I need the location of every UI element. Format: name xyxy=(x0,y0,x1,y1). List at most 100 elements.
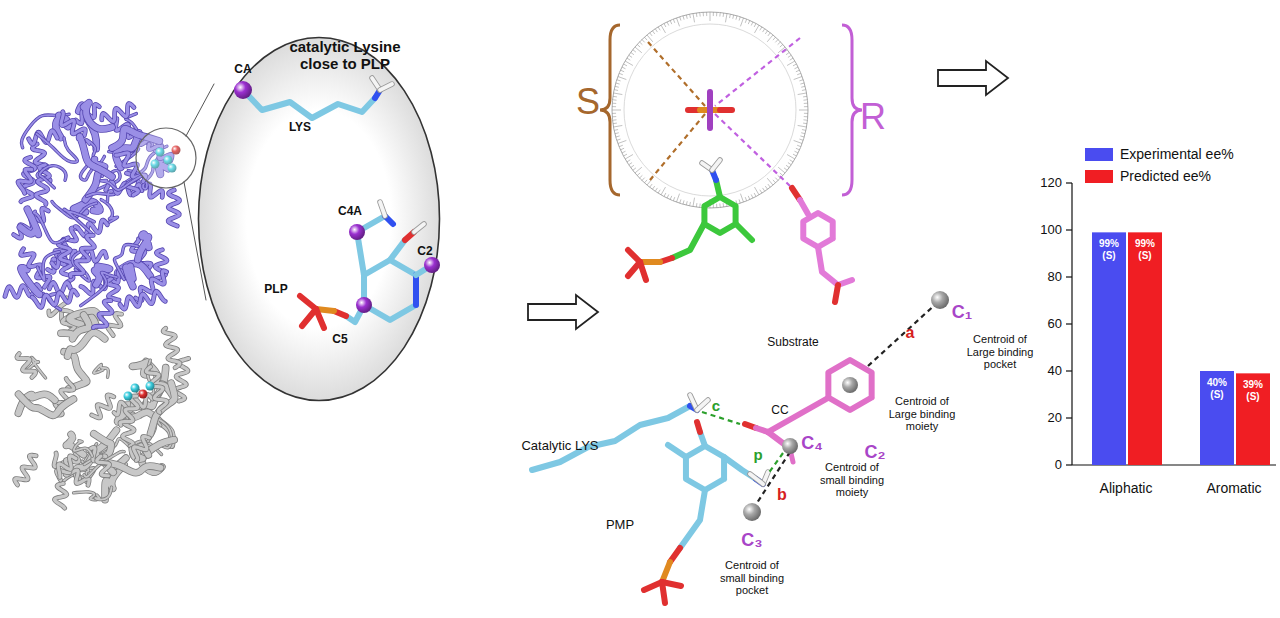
protractor-tick xyxy=(620,70,624,72)
protractor-tick xyxy=(713,12,714,16)
protractor-tick xyxy=(619,73,623,74)
hydrogen-bond-outline xyxy=(380,84,392,90)
centroid-note: Centroid of Large binding pocket xyxy=(961,333,1039,371)
bond-stick xyxy=(662,562,670,582)
protractor-tick xyxy=(780,173,783,176)
protractor-tick xyxy=(631,52,634,54)
protractor-tick xyxy=(673,19,674,23)
protractor-tick xyxy=(796,148,800,150)
bar-value-label: 40% (S) xyxy=(1202,377,1232,400)
protractor-tick xyxy=(661,25,666,33)
protractor-tick xyxy=(650,184,652,187)
protractor-tick xyxy=(794,151,798,153)
protractor-tick xyxy=(736,16,737,20)
atom-label: C5 xyxy=(332,333,347,347)
y-tick xyxy=(1066,276,1072,277)
protractor-tick xyxy=(612,116,616,117)
inset-molecule xyxy=(234,78,440,328)
protractor-tick xyxy=(627,160,630,162)
protractor-tick xyxy=(794,67,798,69)
ribbon-edge xyxy=(19,394,74,415)
protractor-tick xyxy=(616,136,620,137)
ribbon-edge xyxy=(40,166,66,188)
protractor-tick xyxy=(664,23,666,27)
protractor-tick xyxy=(716,204,717,208)
ribbon xyxy=(61,315,89,339)
bond-stick xyxy=(768,398,828,432)
centroid-note: Centroid of Large binding moiety xyxy=(883,395,961,433)
hydrogen-bond-outline xyxy=(750,474,763,484)
protractor-tick xyxy=(615,86,619,88)
category-label: Aliphatic xyxy=(1100,480,1153,496)
centroid-label: C₄ xyxy=(801,433,823,454)
protractor-tick xyxy=(767,35,773,42)
ribbon-edge xyxy=(97,456,110,476)
protractor-tick xyxy=(804,116,808,117)
bond-stick xyxy=(316,309,324,328)
tyrosine-ring xyxy=(803,213,832,247)
protractor-tick xyxy=(799,80,803,81)
centroid-ball xyxy=(842,377,858,393)
protractor-tick xyxy=(637,173,640,176)
phenyl-ring xyxy=(828,360,871,410)
bar-chart xyxy=(1066,183,1276,465)
protractor-tick xyxy=(760,27,762,30)
distance-label: c xyxy=(712,397,720,414)
protractor-rim xyxy=(612,12,808,208)
protractor-tick xyxy=(768,33,770,36)
protractor-tick xyxy=(784,168,787,170)
r-direction-line xyxy=(715,114,790,186)
protractor-tick xyxy=(612,110,621,111)
ligand-atom xyxy=(124,392,133,401)
ribbon xyxy=(18,169,32,193)
protractor-tick xyxy=(765,31,767,34)
centroid-label: C₁ xyxy=(952,302,972,323)
hydrogen-bond-outline xyxy=(380,202,385,216)
protractor-tick xyxy=(683,16,684,20)
ee-bar xyxy=(1236,373,1270,465)
protractor-tick xyxy=(778,42,781,45)
ribbon-edge xyxy=(79,137,112,177)
protractor-tick xyxy=(763,29,765,32)
protractor-tick xyxy=(644,37,647,40)
ribbon xyxy=(64,209,94,234)
legend-swatch xyxy=(1085,148,1113,161)
protractor-tick xyxy=(751,194,753,198)
ribbon-edge xyxy=(61,112,85,136)
ribbon xyxy=(55,483,67,508)
ribbon xyxy=(108,314,122,336)
protractor-tick xyxy=(613,99,617,100)
centroid-note: Centroid of small binding pocket xyxy=(716,559,788,597)
protractor-tick xyxy=(804,103,808,104)
ribbon xyxy=(40,166,66,188)
protractor-tick xyxy=(790,58,793,60)
protractor-tick xyxy=(732,15,734,19)
legend-swatch xyxy=(1085,170,1113,183)
protractor-tick xyxy=(629,163,632,165)
inset-outline xyxy=(197,36,441,402)
protractor-tick xyxy=(729,14,731,18)
protractor-tick xyxy=(801,132,805,134)
centroid-note: Centroid of small binding moiety xyxy=(816,461,888,499)
carbon-alpha xyxy=(234,81,252,99)
bond-stick xyxy=(800,200,808,214)
ribbon xyxy=(97,456,110,476)
ribbon-edge xyxy=(32,290,77,307)
bar-value-label: 39% (S) xyxy=(1238,379,1268,402)
inset-circle: catalytic Lysine close to PLPCALYSC4AC2P… xyxy=(197,36,441,402)
protractor-tick xyxy=(793,154,797,156)
protractor-tick xyxy=(775,40,778,43)
hydrogen-stick xyxy=(697,400,708,410)
y-tick xyxy=(1066,370,1072,371)
protractor-tick xyxy=(775,178,778,181)
bond-stick xyxy=(300,296,316,309)
ribbon-edge xyxy=(74,492,97,500)
protractor-tick xyxy=(627,58,630,60)
protractor-tick xyxy=(683,200,684,204)
protractor-tick xyxy=(693,198,695,207)
protractor-tick xyxy=(680,199,681,203)
protractor-tick xyxy=(799,110,808,111)
bond-stick xyxy=(736,224,752,240)
zoom-line xyxy=(186,84,214,136)
residue-label: PLP xyxy=(264,283,287,297)
